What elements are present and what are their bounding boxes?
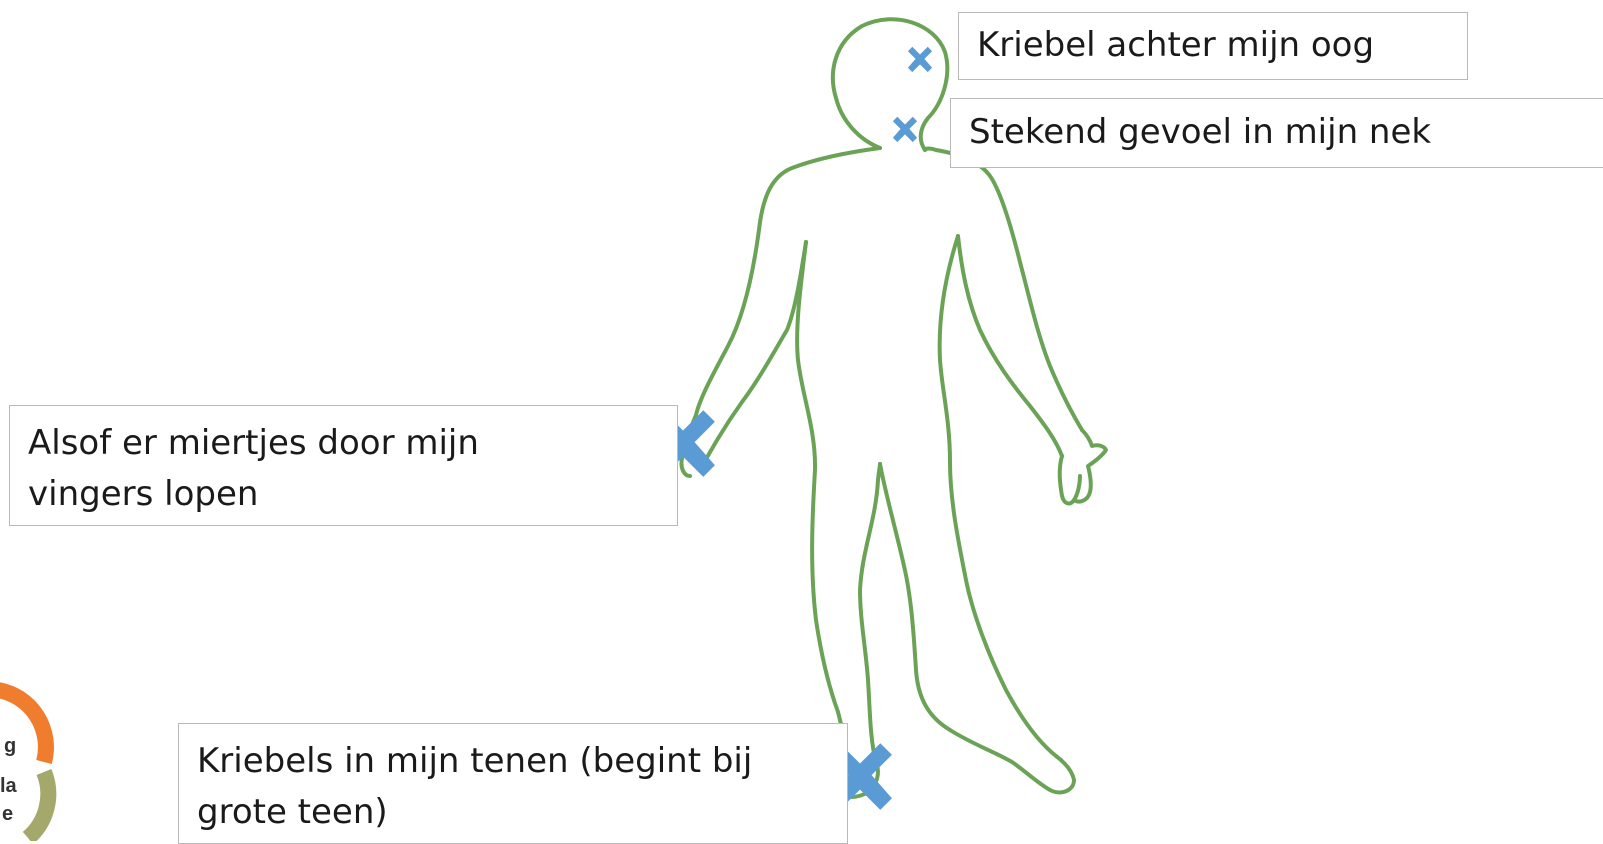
callout-hand-line-1: Alsof er miertjes door mijn	[28, 418, 659, 469]
callout-toes: Kriebels in mijn tenen (begint bij grote…	[178, 723, 848, 844]
logo-text-line-2: la	[0, 775, 18, 797]
markers	[651, 47, 932, 810]
logo-text-line-3: e	[2, 803, 13, 825]
callout-neck: Stekend gevoel in mijn nek	[950, 98, 1603, 168]
circular-logo-icon: g la e	[0, 690, 48, 838]
marker-neck-x-mark-icon	[893, 117, 917, 142]
callout-neck-text: Stekend gevoel in mijn nek	[969, 107, 1591, 157]
callout-toes-line-2: grote teen)	[197, 787, 829, 838]
logo-text-line-1: g	[4, 735, 16, 757]
callout-hand-line-2: vingers lopen	[28, 469, 659, 520]
callout-toes-line-1: Kriebels in mijn tenen (begint bij	[197, 736, 829, 787]
callout-hand: Alsof er miertjes door mijn vingers lope…	[9, 405, 678, 526]
callout-eye: Kriebel achter mijn oog	[958, 12, 1468, 80]
marker-eye-x-mark-icon	[908, 47, 932, 72]
callout-eye-text: Kriebel achter mijn oog	[977, 20, 1449, 70]
